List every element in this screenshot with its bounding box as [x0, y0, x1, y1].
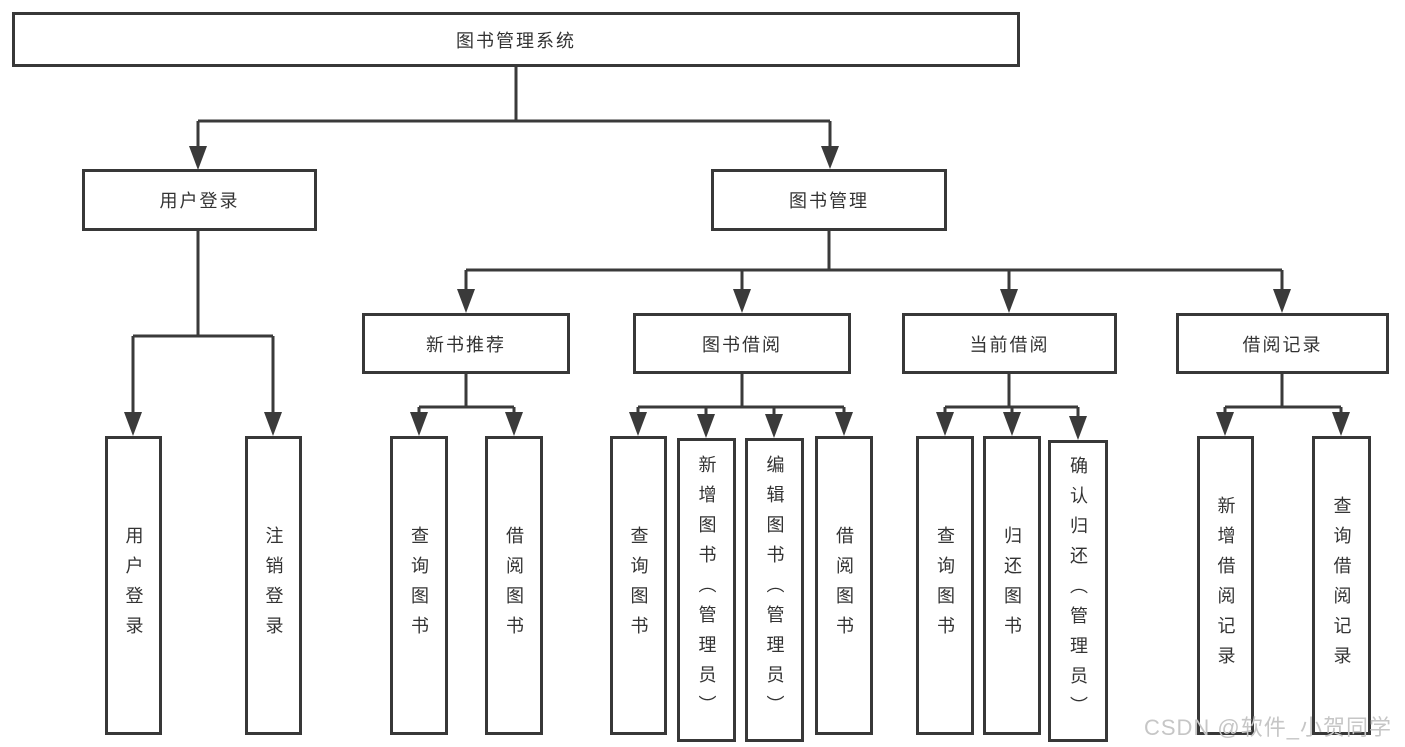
node-book-borrowing: 图书借阅 — [633, 313, 851, 374]
leaf-query-books: 查询图书 — [916, 436, 974, 735]
leaf-query-books: 查询图书 — [610, 436, 667, 735]
node-label: 当前借阅 — [969, 334, 1050, 355]
leaf-label: 编辑图书（管理员） — [764, 455, 785, 725]
leaf-logout: 注销登录 — [245, 436, 302, 735]
watermark: CSDN @软件_小贺同学 — [1143, 715, 1392, 740]
node-label: 图书借阅 — [702, 334, 782, 355]
leaf-label: 查询图书 — [935, 525, 955, 646]
connector-borrow-record — [1216, 374, 1350, 436]
node-label: 新书推荐 — [426, 334, 506, 355]
connector-current-borrow — [936, 374, 1087, 440]
node-label: 用户登录 — [159, 191, 240, 211]
leaf-confirm-return-admin: 确认归还（管理员） — [1048, 440, 1108, 742]
leaf-add-books-admin: 新增图书（管理员） — [677, 438, 736, 742]
leaf-borrow-books: 借阅图书 — [485, 436, 543, 735]
connector-new-book-rec — [410, 374, 523, 436]
leaf-label: 新增图书（管理员） — [696, 455, 717, 725]
leaf-add-borrow-record: 新增借阅记录 — [1197, 436, 1254, 735]
node-label: 借阅记录 — [1242, 334, 1323, 355]
leaf-label: 查询图书 — [409, 525, 429, 646]
leaf-label: 用户登录 — [123, 525, 144, 646]
leaf-label: 确认归还（管理员） — [1068, 456, 1088, 726]
node-new-book-recommend: 新书推荐 — [362, 313, 570, 374]
leaf-label: 注销登录 — [263, 525, 284, 646]
leaf-label: 查询图书 — [628, 525, 649, 646]
leaf-user-login: 用户登录 — [105, 436, 162, 735]
connector-root — [189, 66, 839, 170]
leaf-query-borrow-record: 查询借阅记录 — [1312, 436, 1371, 735]
leaf-borrow-books: 借阅图书 — [815, 436, 873, 735]
leaf-label: 借阅图书 — [834, 525, 854, 646]
node-user-login: 用户登录 — [82, 169, 317, 231]
node-book-management: 图书管理 — [711, 169, 947, 231]
node-current-borrowing: 当前借阅 — [902, 313, 1117, 374]
leaf-return-books: 归还图书 — [983, 436, 1041, 735]
node-system-title: 图书管理系统 — [12, 12, 1020, 67]
leaf-label: 查询借阅记录 — [1331, 495, 1352, 676]
node-label: 图书管理 — [789, 191, 869, 211]
node-borrow-records: 借阅记录 — [1176, 313, 1389, 374]
node-label: 图书管理系统 — [456, 30, 576, 51]
connector-user-login — [124, 231, 282, 436]
connector-book-borrow — [629, 374, 853, 438]
leaf-label: 借阅图书 — [504, 525, 524, 646]
leaf-label: 新增借阅记录 — [1215, 495, 1236, 676]
leaf-label: 归还图书 — [1002, 525, 1022, 646]
leaf-query-books: 查询图书 — [390, 436, 448, 735]
leaf-edit-books-admin: 编辑图书（管理员） — [745, 438, 804, 742]
connector-book-mgmt — [457, 231, 1291, 313]
